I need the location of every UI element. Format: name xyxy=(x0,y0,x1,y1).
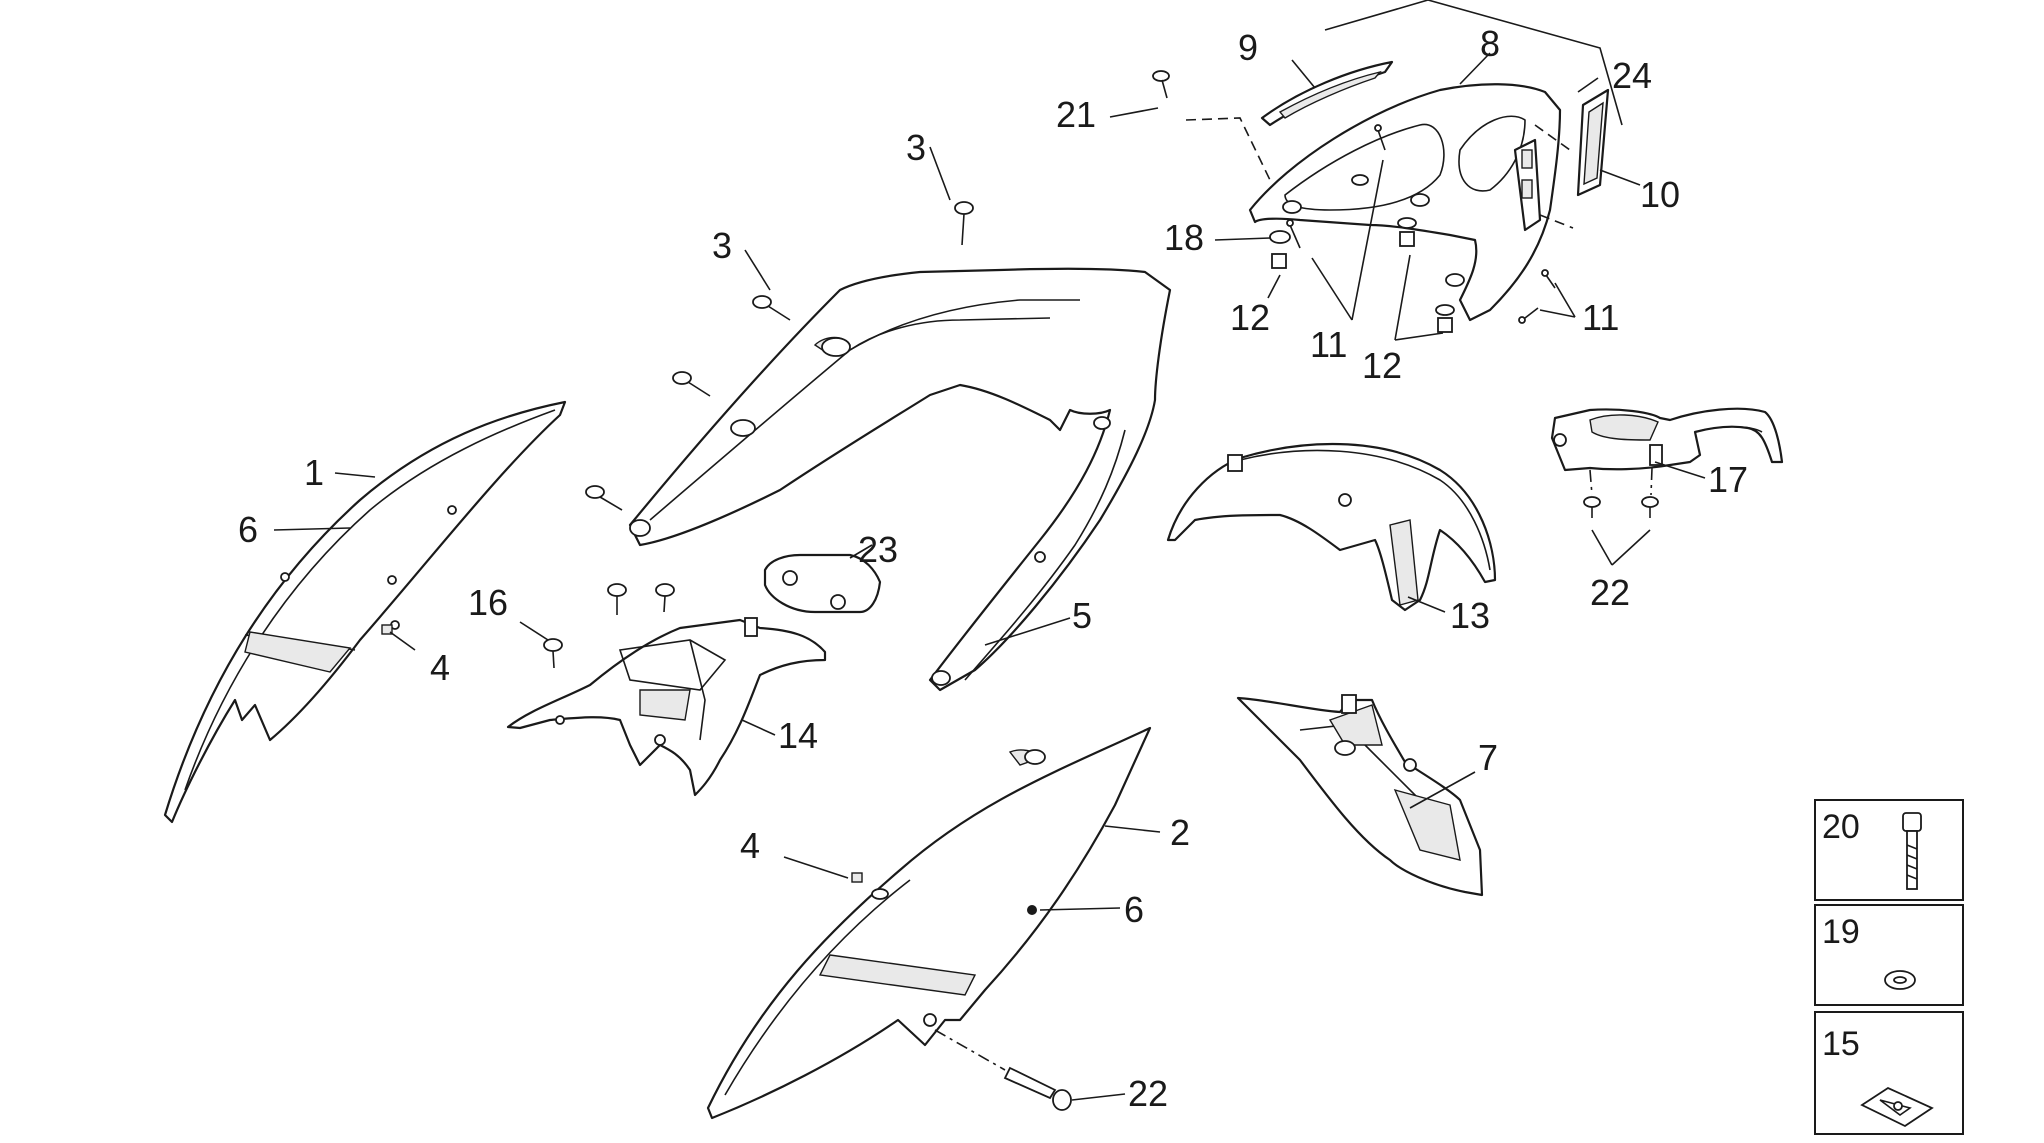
part-13-rear-mudguard xyxy=(1166,442,1497,612)
callout-17: 17 xyxy=(1708,459,1748,500)
callout-3-left: 3 xyxy=(712,225,732,266)
callout-21: 21 xyxy=(1056,94,1096,135)
callout-6-left: 6 xyxy=(238,509,258,550)
callout-1: 1 xyxy=(304,452,324,493)
callout-11-center: 11 xyxy=(1310,324,1347,365)
callout-2: 2 xyxy=(1170,812,1190,853)
callout-4-left: 4 xyxy=(430,647,450,688)
callout-10: 10 xyxy=(1640,174,1680,215)
callout-11-right: 11 xyxy=(1582,297,1619,338)
part-8-grab-rail xyxy=(1248,83,1562,322)
part-7-chain-guard xyxy=(1236,694,1484,897)
inset-19-washer: 19 xyxy=(1814,904,1964,1006)
inset-15-label: 15 xyxy=(1822,1025,1860,1063)
inset-20-bolt: 20 xyxy=(1814,799,1964,901)
screw-3-top xyxy=(954,201,974,246)
callout-7: 7 xyxy=(1478,737,1498,778)
screw-3-left xyxy=(752,295,791,321)
inset-19-label: 19 xyxy=(1822,913,1860,951)
callout-12-left: 12 xyxy=(1230,297,1270,338)
part-1-left-side-panel xyxy=(163,400,567,824)
callout-4-bottom: 4 xyxy=(740,825,760,866)
part-17-rack-bracket xyxy=(1550,407,1784,472)
callout-14: 14 xyxy=(778,715,818,756)
assembly-lines xyxy=(934,0,1653,1071)
callout-13: 13 xyxy=(1450,595,1490,636)
callout-numbers: 1 6 4 3 3 5 7 8 9 24 10 21 18 12 11 12 1… xyxy=(238,23,1748,1114)
callout-24: 24 xyxy=(1612,55,1652,96)
callout-22-bottom: 22 xyxy=(1128,1073,1168,1114)
callout-23: 23 xyxy=(858,529,898,570)
callout-16: 16 xyxy=(468,582,508,623)
callout-8: 8 xyxy=(1480,23,1500,64)
part-14-undertray xyxy=(506,617,827,797)
part-9-trim-strip xyxy=(1260,60,1394,127)
fasteners xyxy=(381,70,1659,1111)
callout-18: 18 xyxy=(1164,217,1204,258)
part-23-plate xyxy=(763,553,882,614)
callout-12-center: 12 xyxy=(1362,345,1402,386)
callout-6-bottom: 6 xyxy=(1124,889,1144,930)
inset-20-label: 20 xyxy=(1822,808,1860,846)
part-2-right-side-panel xyxy=(706,726,1152,1120)
callout-9: 9 xyxy=(1238,27,1258,68)
part-5-tail-fairing xyxy=(628,267,1172,692)
screw-22-bottom xyxy=(1003,1066,1072,1111)
inset-15-clip: 15 xyxy=(1814,1011,1964,1135)
callout-5: 5 xyxy=(1072,595,1092,636)
leader-lines xyxy=(273,52,1706,1101)
callout-22-right: 22 xyxy=(1590,572,1630,613)
callout-3-top: 3 xyxy=(906,127,926,168)
part-10-reflector xyxy=(1576,88,1610,197)
